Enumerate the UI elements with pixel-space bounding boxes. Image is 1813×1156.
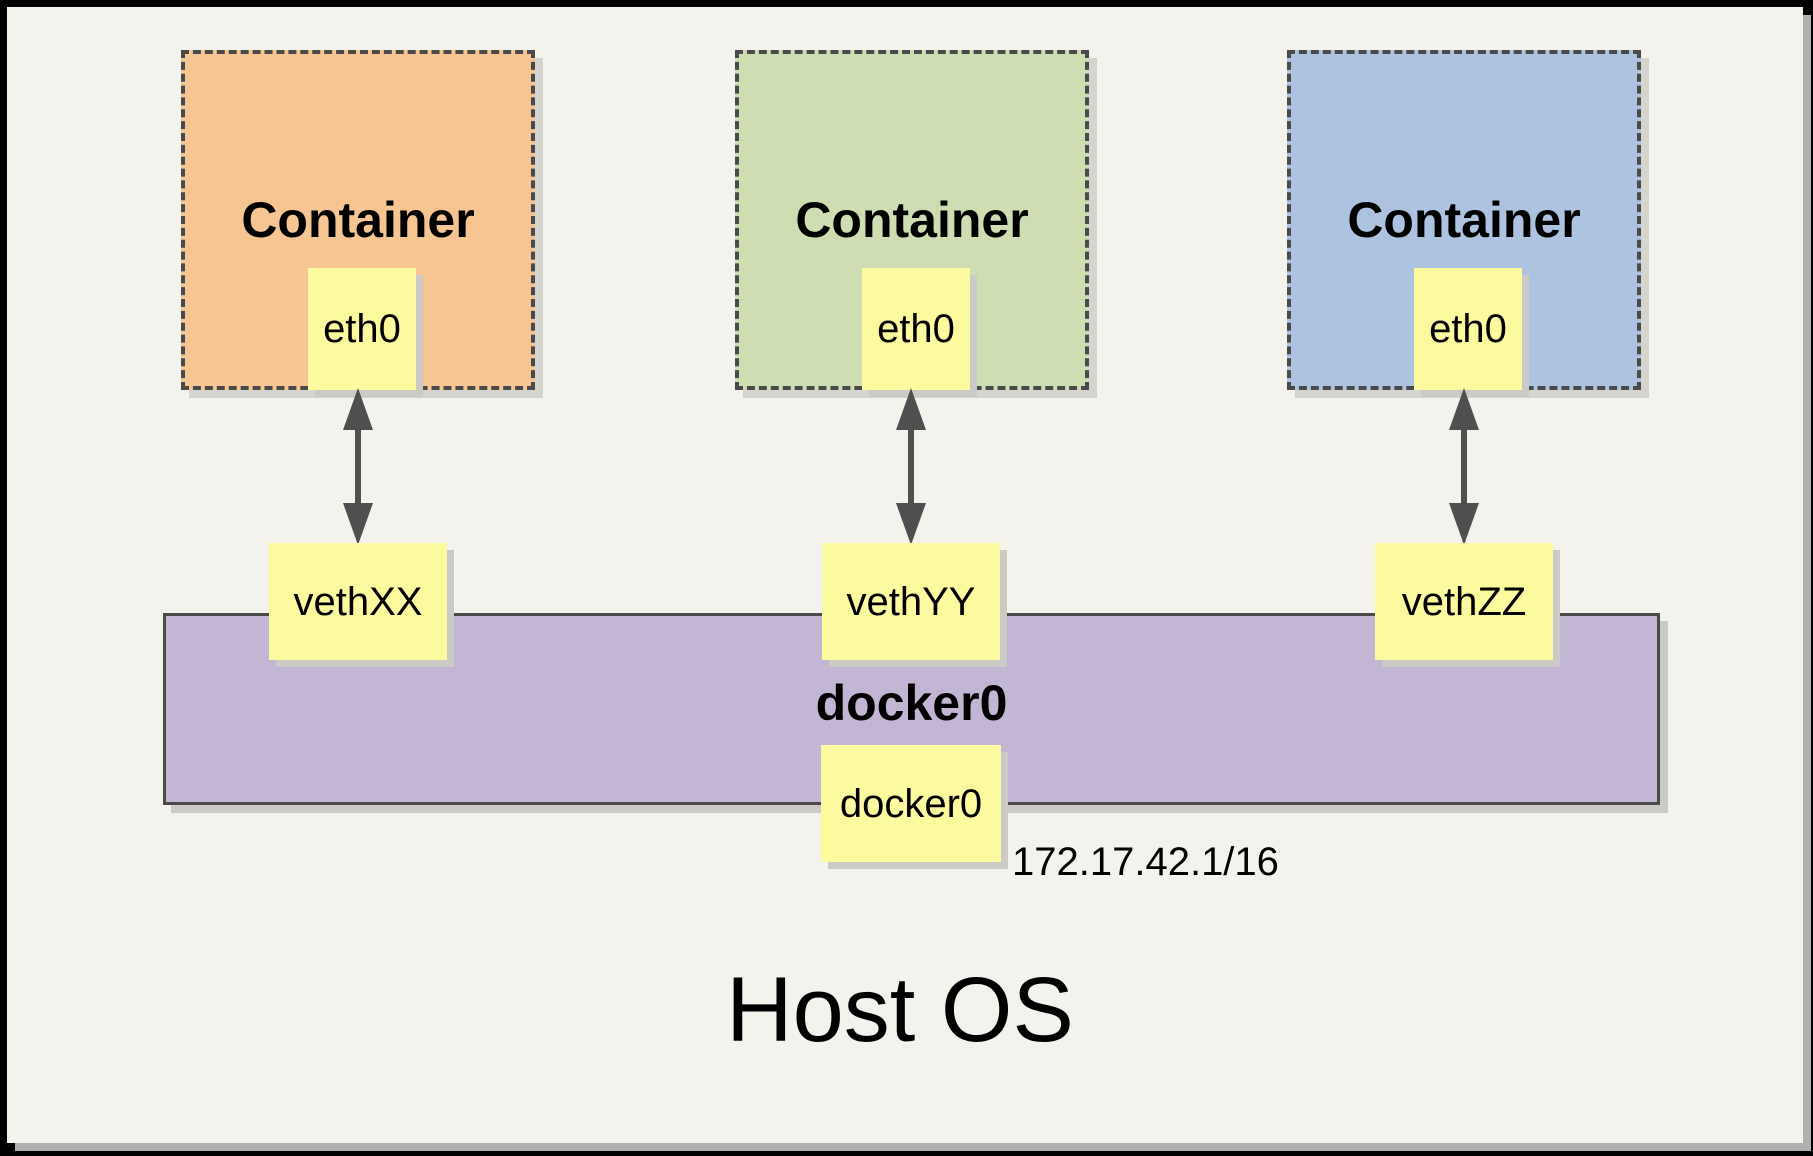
arrow-down-icon: [343, 503, 373, 545]
eth0-interface-box-3: eth0: [1414, 268, 1522, 390]
container-label-1: Container: [241, 192, 475, 248]
eth0-interface-box-2: eth0: [862, 268, 970, 390]
arrow-down-icon: [896, 503, 926, 545]
host-os-title: Host OS: [726, 959, 1074, 1061]
arrow-up-icon: [896, 388, 926, 430]
eth0-label-1: eth0: [323, 307, 401, 351]
container-box-2: Container eth0: [735, 50, 1089, 390]
container-label-2: Container: [795, 192, 1029, 248]
vethyy-label: vethYY: [846, 579, 976, 624]
vethxx-label: vethXX: [293, 579, 423, 624]
arrow-shaft: [908, 430, 914, 503]
eth0-interface-box-1: eth0: [308, 268, 416, 390]
arrow-shaft: [355, 430, 361, 503]
docker0-interface-label: docker0: [839, 781, 983, 826]
eth0-label-3: eth0: [1429, 307, 1507, 351]
arrow-shaft: [1461, 430, 1467, 503]
vethzz-box: vethZZ: [1375, 543, 1553, 660]
container-label-3: Container: [1347, 192, 1581, 248]
arrow-up-icon: [1449, 388, 1479, 430]
container-box-3: Container eth0: [1287, 50, 1641, 390]
veth-link-arrow-3: [1449, 388, 1479, 545]
veth-link-arrow-2: [896, 388, 926, 545]
vethzz-label: vethZZ: [1401, 579, 1527, 624]
vethxx-box: vethXX: [269, 543, 447, 660]
vethyy-box: vethYY: [822, 543, 1000, 660]
docker0-bridge-label: docker0: [815, 675, 1008, 731]
veth-link-arrow-1: [343, 388, 373, 545]
eth0-label-2: eth0: [877, 307, 955, 351]
bridge-ip-label: 172.17.42.1/16: [1012, 840, 1279, 884]
arrow-down-icon: [1449, 503, 1479, 545]
docker0-interface-box: docker0: [821, 745, 1001, 862]
arrow-up-icon: [343, 388, 373, 430]
container-box-1: Container eth0: [181, 50, 535, 390]
